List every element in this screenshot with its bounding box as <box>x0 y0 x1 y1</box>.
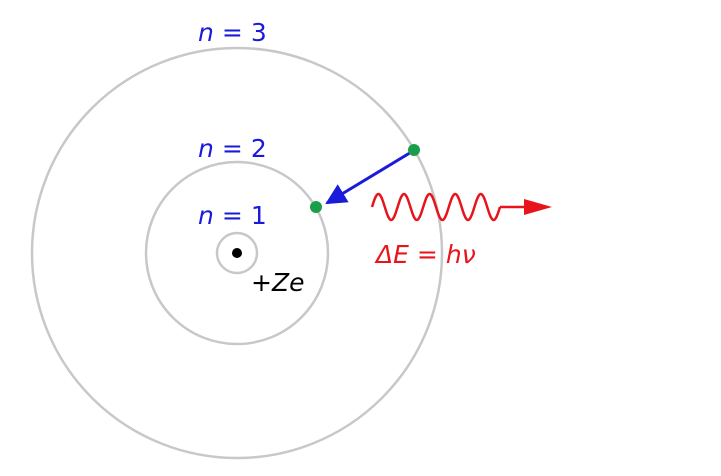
nucleus-label: +Ze <box>251 268 304 297</box>
photon-wave <box>370 192 502 222</box>
orbit-label-n2: n=2 <box>198 134 267 163</box>
orbit-label-n3: n=3 <box>198 18 267 47</box>
transition-arrow <box>325 149 414 205</box>
nucleus <box>232 248 242 258</box>
orbit-n1 <box>215 231 259 275</box>
electron-initial <box>408 144 420 156</box>
orbit-label-n1: n=1 <box>198 201 267 230</box>
orbit-n2 <box>144 160 330 346</box>
photon-arrowhead <box>524 199 552 215</box>
orbit-n3 <box>30 46 444 460</box>
energy-equation: ΔE=hν <box>374 240 476 269</box>
electron-final <box>310 201 322 213</box>
